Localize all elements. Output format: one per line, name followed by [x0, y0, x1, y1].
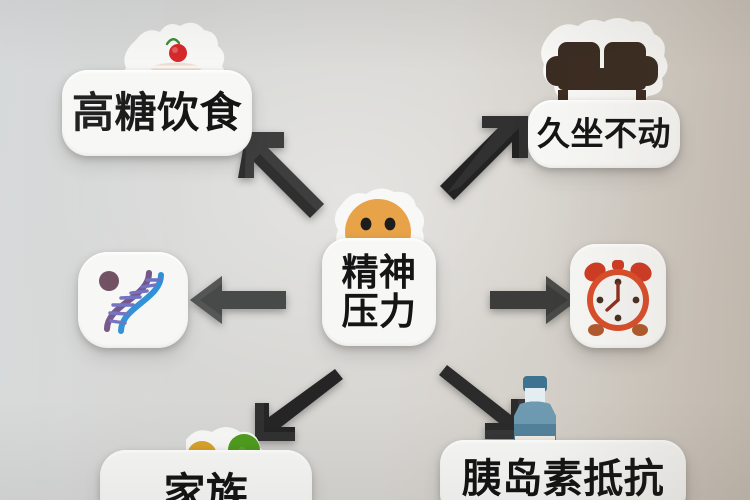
center-label-line2: 压力 [341, 291, 417, 332]
dna-helix-icon [87, 259, 179, 341]
node-label-high-sugar-diet: 高糖饮食 [71, 88, 242, 136]
node-insulin-resistance[interactable]: 胰岛素抵抗 [440, 440, 686, 500]
arrow-to-alarm-clock [486, 270, 582, 328]
node-family-history[interactable]: 家族 [100, 450, 312, 500]
sofa-icon [528, 18, 680, 122]
alarm-clock-icon [577, 252, 659, 340]
node-label-sedentary: 久坐不动 [537, 114, 671, 152]
arrow-to-sedentary [432, 108, 542, 216]
node-genetics-dna[interactable] [78, 252, 188, 348]
node-time-pressure[interactable] [570, 244, 666, 348]
node-label-insulin-resistance: 胰岛素抵抗 [461, 456, 665, 500]
node-mental-stress-center[interactable]: 精神 压力 [322, 238, 436, 346]
node-label-family-history: 家族 [163, 469, 249, 500]
arrow-to-dna [186, 270, 290, 328]
node-sedentary[interactable]: 久坐不动 [528, 100, 680, 168]
node-high-sugar-diet[interactable]: 高糖饮食 [62, 70, 252, 156]
center-label-line1: 精神 [341, 251, 417, 293]
